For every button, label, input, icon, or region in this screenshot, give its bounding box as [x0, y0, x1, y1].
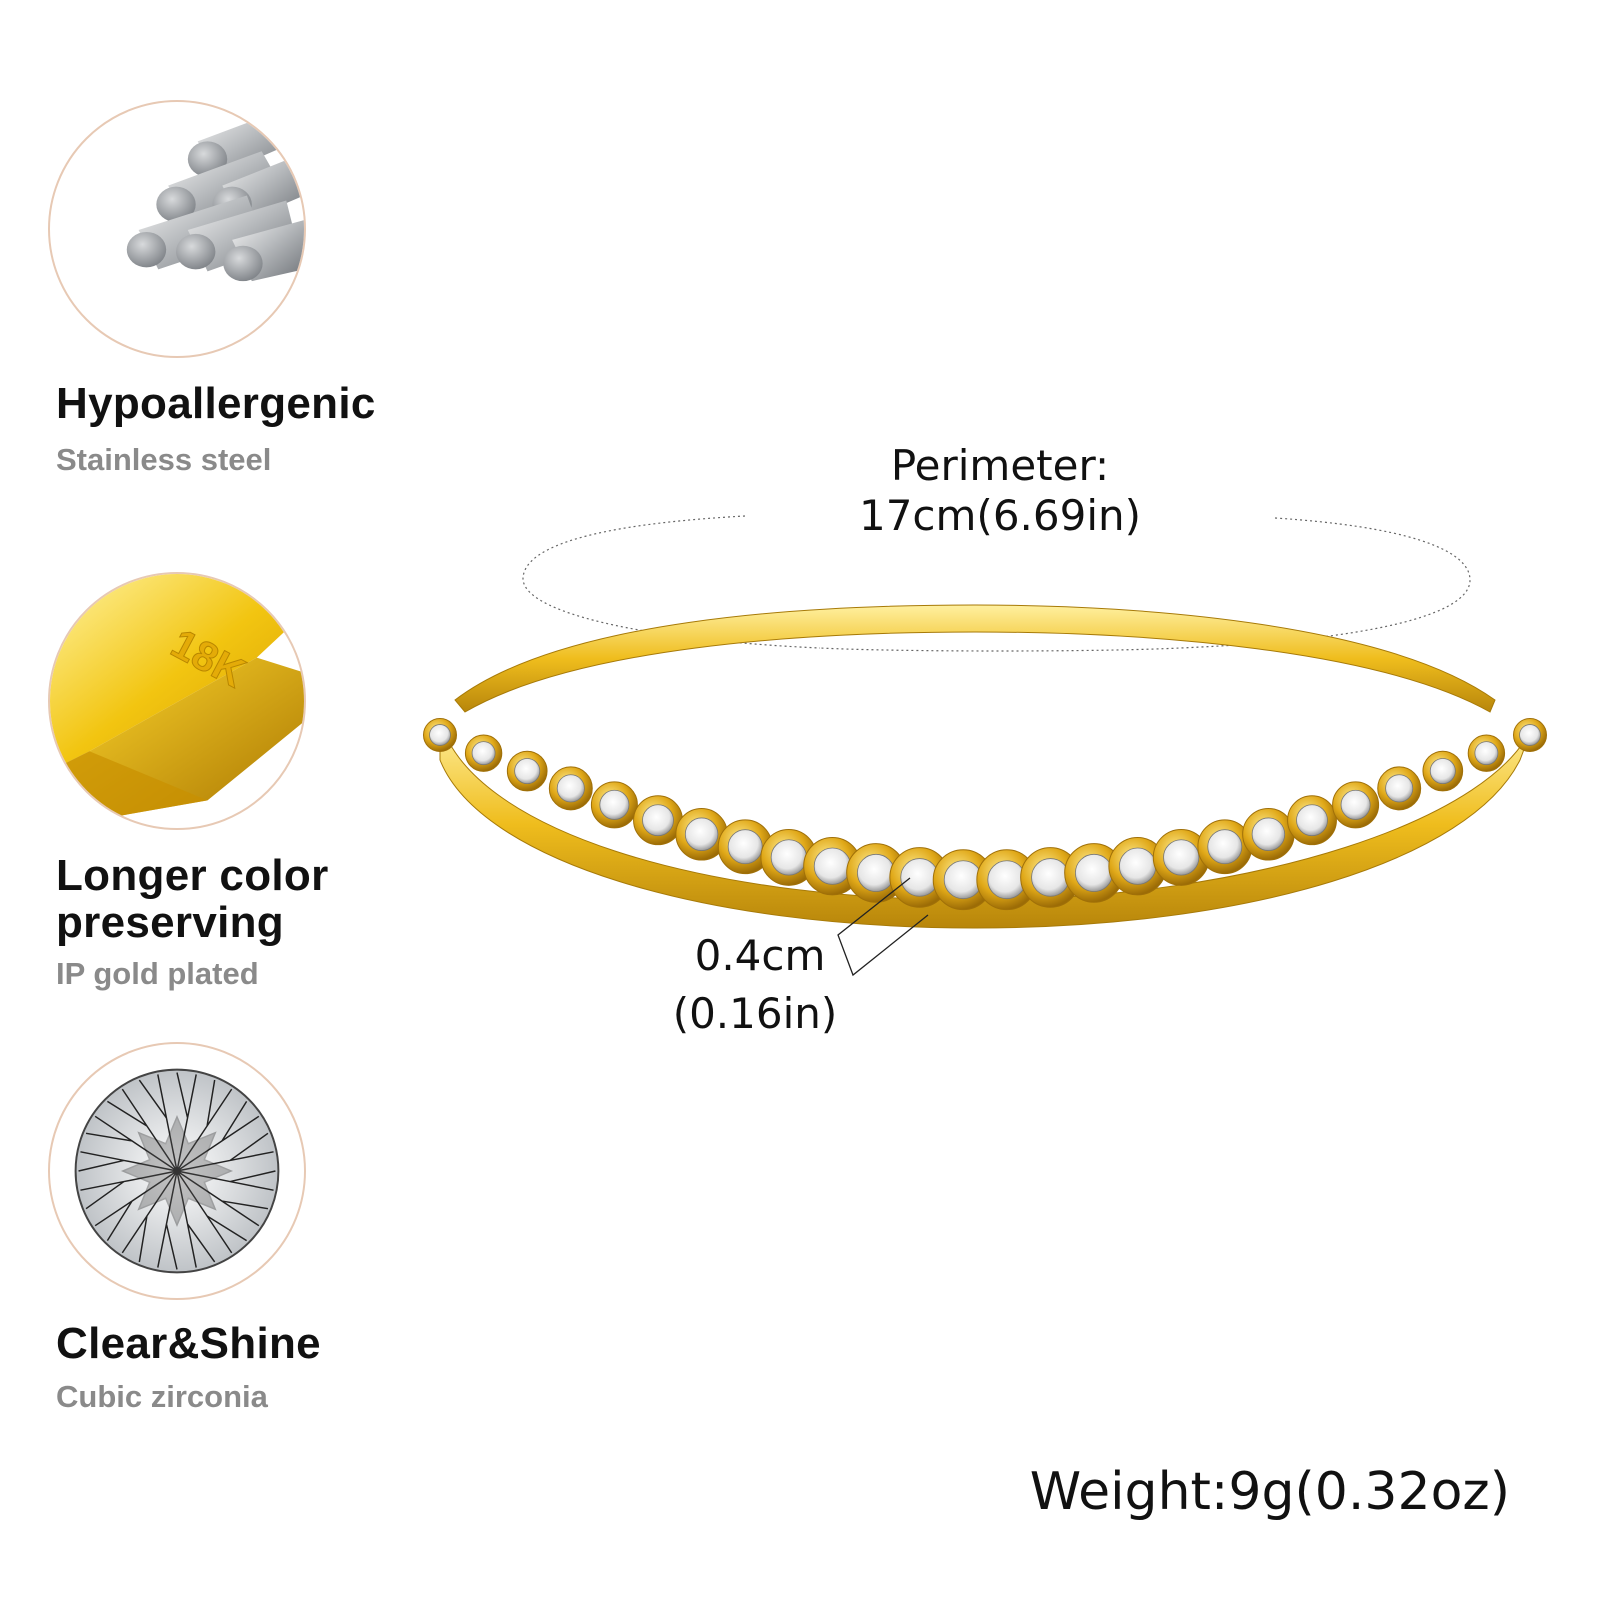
feature-title-longer-color-2: preserving — [56, 898, 284, 947]
feature-title-clear-shine: Clear&Shine — [56, 1319, 321, 1368]
feature-subtitle-ip-gold: IP gold plated — [56, 956, 259, 991]
stone-crystal — [514, 758, 541, 785]
stone-crystal — [599, 789, 630, 820]
stone-crystal — [1519, 724, 1541, 746]
width-value-inches: (0.16in) — [672, 989, 838, 1038]
bangle-stones — [423, 718, 1547, 911]
feature-steel-circle — [48, 100, 306, 358]
width-indicator-line — [837, 877, 929, 977]
stone-crystal — [1031, 858, 1070, 897]
stone-crystal — [1385, 774, 1414, 803]
stone-crystal — [429, 724, 451, 746]
diamond-facet-lines — [78, 1072, 276, 1270]
feature-subtitle-cubic: Cubic zirconia — [56, 1379, 268, 1414]
stone-crystal — [556, 774, 585, 803]
stone-crystal — [770, 839, 807, 876]
stone-crystal — [1474, 741, 1499, 766]
stone-crystal — [642, 804, 674, 837]
stone-crystal — [1119, 847, 1157, 885]
steel-rods-icon — [126, 111, 304, 282]
feature-subtitle-stainless: Stainless steel — [56, 442, 272, 477]
stone-crystal — [1163, 839, 1200, 876]
perimeter-value: 17cm(6.69in) — [858, 491, 1142, 540]
stone-crystal — [1251, 817, 1286, 851]
stone-crystal — [1340, 789, 1371, 820]
stone-crystal — [1075, 853, 1113, 892]
weight-label: Weight:9g(0.32oz) — [1029, 1462, 1510, 1522]
perimeter-dotted-line-right — [819, 517, 1471, 652]
perimeter-label: Perimeter: — [890, 441, 1110, 490]
gold-bar-icon: 18K — [50, 574, 304, 828]
stone-crystal — [1296, 804, 1328, 837]
diamond-icon — [74, 1068, 280, 1274]
feature-diamond-circle — [48, 1042, 306, 1300]
stone-crystal — [1429, 758, 1456, 785]
stone-crystal — [900, 858, 939, 897]
diamond-center-star — [120, 1114, 234, 1228]
feature-title-longer-color-1: Longer color — [56, 851, 329, 900]
bangle-back-band — [454, 604, 1496, 713]
stone-crystal — [684, 817, 719, 851]
feature-gold-circle: 18K — [48, 572, 306, 830]
stone-crystal — [1207, 829, 1243, 865]
stone-crystal — [987, 860, 1027, 900]
stone-crystal — [813, 847, 851, 885]
stone-crystal — [857, 853, 895, 892]
perimeter-dotted-line-left — [522, 515, 821, 649]
feature-title-hypoallergenic: Hypoallergenic — [56, 379, 376, 428]
stone-crystal — [471, 741, 496, 766]
width-value: 0.4cm — [694, 931, 826, 980]
stone-crystal — [727, 829, 763, 865]
